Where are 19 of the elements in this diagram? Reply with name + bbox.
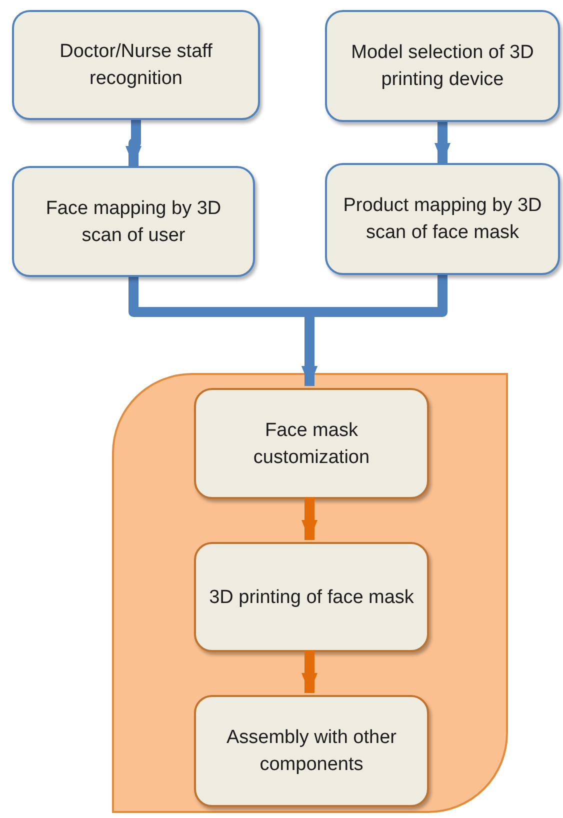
arrow xyxy=(302,650,318,693)
box-text: Face mapping by 3D scan of user xyxy=(44,196,222,248)
process-box xyxy=(194,388,429,499)
process-box xyxy=(194,542,429,652)
box-text: 3D printing of face mask xyxy=(209,586,414,610)
arrow xyxy=(434,122,450,163)
arrow xyxy=(302,497,318,540)
process-box xyxy=(12,10,260,120)
process-box xyxy=(325,10,560,122)
arrow xyxy=(126,120,142,166)
process-box xyxy=(325,163,560,275)
box-text: Assembly with other components xyxy=(225,726,398,777)
box-text: Product mapping by 3D scan of face mask xyxy=(342,194,543,245)
group-panel xyxy=(112,373,508,813)
box-text: Model selection of 3D printing device xyxy=(350,41,535,92)
box-text: Doctor/Nurse staff recognition xyxy=(58,40,214,91)
process-box xyxy=(12,166,255,277)
process-box xyxy=(194,695,429,807)
box-text: Face mask customization xyxy=(252,418,371,470)
